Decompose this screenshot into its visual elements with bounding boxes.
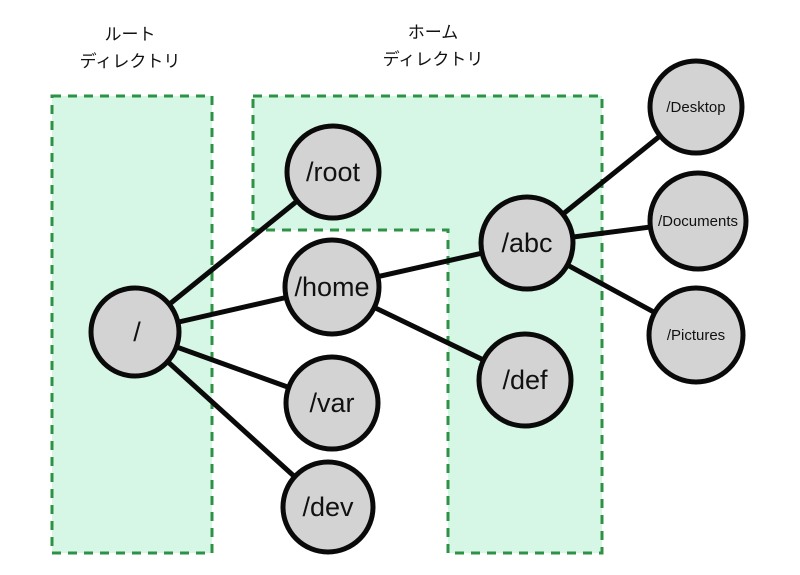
node-abc-label: /abc bbox=[501, 228, 552, 258]
node-def: /def bbox=[476, 331, 574, 429]
home-directory-title-line1: ホーム bbox=[408, 23, 459, 42]
node-desktop: /Desktop bbox=[647, 58, 745, 156]
node-dev-label: /dev bbox=[302, 492, 354, 522]
root-directory-title-line2: ディレクトリ bbox=[80, 51, 181, 71]
node-abc: /abc bbox=[478, 194, 576, 292]
node-dev-circle bbox=[280, 459, 376, 555]
node-root-circle bbox=[88, 285, 182, 379]
root-directory-title-line1: ルート bbox=[105, 25, 156, 44]
node-home-circle bbox=[282, 237, 382, 337]
node-var-label: /var bbox=[309, 388, 354, 418]
node-pictures-label: /Pictures bbox=[667, 327, 725, 344]
node-root-dir-label: /root bbox=[306, 157, 361, 187]
node-pictures: /Pictures bbox=[646, 285, 746, 385]
node-desktop-circle bbox=[647, 58, 745, 156]
node-dev: /dev bbox=[280, 459, 376, 555]
node-var-circle bbox=[283, 354, 381, 452]
node-root-label: / bbox=[133, 317, 141, 347]
node-def-circle bbox=[476, 331, 574, 429]
node-desktop-label: /Desktop bbox=[666, 99, 725, 116]
node-home-label: /home bbox=[294, 272, 369, 302]
node-pictures-circle bbox=[646, 285, 746, 385]
node-def-label: /def bbox=[502, 365, 548, 395]
node-root-dir: /root bbox=[284, 123, 382, 221]
node-home: /home bbox=[282, 237, 382, 337]
node-root: / bbox=[88, 285, 182, 379]
node-documents-label: /Documents bbox=[658, 213, 738, 230]
node-documents-circle bbox=[647, 170, 749, 272]
node-abc-circle bbox=[478, 194, 576, 292]
node-documents: /Documents bbox=[647, 170, 749, 272]
home-directory-title-line2: ディレクトリ bbox=[383, 49, 484, 69]
node-var: /var bbox=[283, 354, 381, 452]
node-root-dir-circle bbox=[284, 123, 382, 221]
